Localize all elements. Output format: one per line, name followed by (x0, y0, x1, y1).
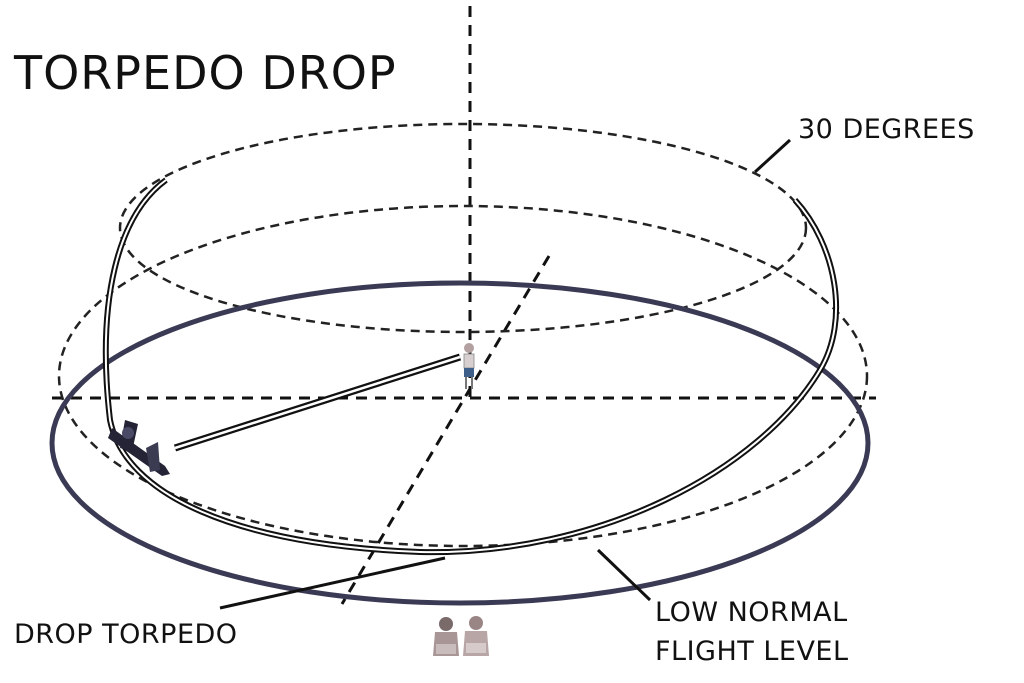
observer-left (433, 617, 459, 656)
flight-level-label-line1: LOW NORMAL (655, 597, 848, 628)
drop-torpedo-label: DROP TORPEDO (14, 619, 238, 650)
angle-label: 30 DEGREES (798, 114, 975, 145)
angle-leader-line (753, 138, 792, 174)
flight-level-ellipse (49, 280, 871, 606)
middle-dashed-ellipse (57, 204, 869, 548)
observer-figures (433, 616, 489, 656)
flight-level-label-line2: FLIGHT LEVEL (655, 636, 849, 667)
diagonal-axis (340, 255, 551, 605)
run-in-path (173, 353, 462, 452)
flight-level-leader-line (596, 548, 652, 602)
drop-leader-line (219, 556, 446, 610)
diagram-title: TORPEDO DROP (13, 46, 397, 100)
aircraft-figure (108, 420, 170, 476)
upper-dashed-ellipse (118, 122, 808, 334)
flight-path (102, 177, 840, 556)
observer-right (463, 616, 489, 656)
center-person-figure (463, 343, 475, 389)
